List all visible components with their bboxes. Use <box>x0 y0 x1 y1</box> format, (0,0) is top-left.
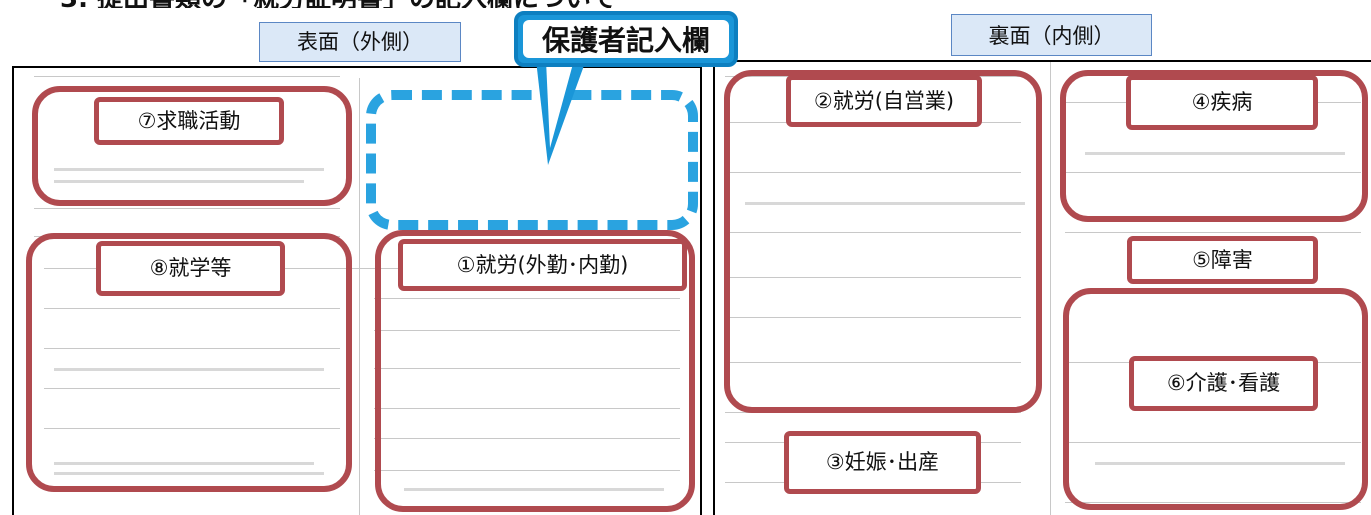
label-disability: ⑤障害 <box>1127 236 1318 284</box>
label-study: ⑧就学等 <box>96 241 285 296</box>
region-study <box>26 233 352 492</box>
guardian-callout-label: 保護者記入欄 <box>523 20 729 58</box>
region-caregiving <box>1063 288 1368 510</box>
guardian-entry-area <box>366 90 698 230</box>
region-illness <box>1060 70 1368 222</box>
page-heading-cropped: 3. 提出書類の「就労証明書」の記入欄について <box>0 0 1371 8</box>
label-job-search: ⑦求職活動 <box>94 97 284 145</box>
region-job-search <box>32 86 352 206</box>
region-employment-outside <box>375 230 695 512</box>
label-caregiving: ⑥介護･看護 <box>1129 356 1318 411</box>
front-side-tab: 表面（外側） <box>259 22 461 62</box>
region-self-employed <box>724 70 1042 413</box>
back-side-tab: 裏面（内側） <box>951 14 1152 56</box>
callout-pointer <box>536 60 586 165</box>
label-self-employed: ②就労(自営業) <box>786 75 982 127</box>
label-illness: ④疾病 <box>1126 75 1318 130</box>
label-pregnancy: ③妊娠･出産 <box>784 431 981 494</box>
label-employment-outside: ①就労(外勤･内勤) <box>398 239 687 291</box>
guardian-callout: 保護者記入欄 <box>514 11 738 67</box>
